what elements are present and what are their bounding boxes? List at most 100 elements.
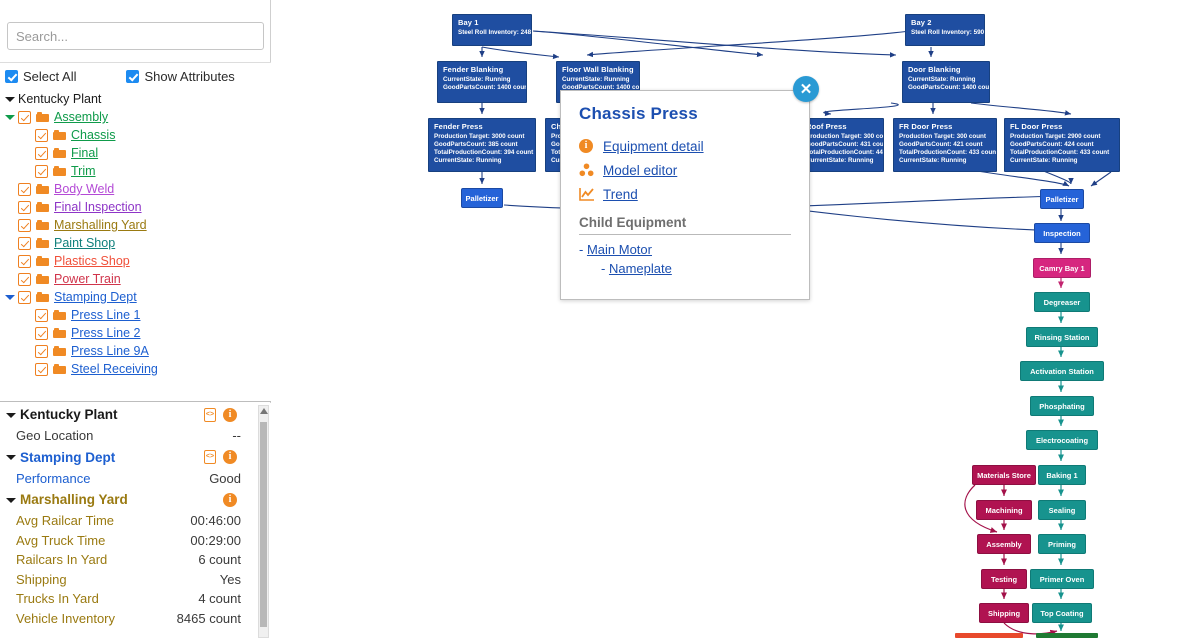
tree-checkbox[interactable] — [35, 164, 48, 178]
tree-item-plastics-shop[interactable]: Plastics Shop — [0, 252, 271, 270]
chevron-down-icon[interactable] — [6, 495, 16, 505]
info-icon[interactable]: i — [223, 407, 237, 422]
tree-item-press-line-1[interactable]: Press Line 1 — [0, 306, 271, 324]
popup-action-label[interactable]: Trend — [603, 186, 638, 202]
tree-item-label[interactable]: Press Line 1 — [71, 308, 141, 322]
info-icon[interactable]: i — [223, 492, 237, 507]
diagram-pill-assembly[interactable]: Assembly — [977, 534, 1031, 554]
diagram-pill-camry-bay-1[interactable]: Camry Bay 1 — [1033, 258, 1091, 278]
tree-checkbox[interactable] — [35, 128, 48, 142]
info-icon[interactable]: i — [223, 450, 237, 464]
tree-checkbox[interactable] — [35, 308, 48, 322]
select-all-checkbox[interactable] — [5, 70, 18, 83]
diagram-pill-baking-1[interactable]: Baking 1 — [1038, 465, 1086, 485]
tree-checkbox[interactable] — [18, 290, 31, 304]
tree-checkbox[interactable] — [18, 254, 31, 268]
tree-checkbox[interactable] — [35, 326, 48, 340]
diagram-pill-materials-store[interactable]: Materials Store — [972, 465, 1036, 485]
tree-item-final-inspection[interactable]: Final Inspection — [0, 198, 271, 216]
tree-item-assembly[interactable]: Assembly — [0, 108, 271, 126]
tree-item-label[interactable]: Chassis — [71, 128, 116, 142]
tree-item-label[interactable]: Body Weld — [54, 182, 115, 196]
popup-child-item[interactable]: - Main Motor — [579, 242, 652, 257]
diagram-pill-shipping[interactable]: Shipping — [979, 603, 1029, 623]
diagram-pill-testing[interactable]: Testing — [981, 569, 1027, 589]
tree-item-trim[interactable]: Trim — [0, 162, 271, 180]
popup-child-item[interactable]: - Nameplate — [601, 261, 672, 276]
tree-item-stamping-dept[interactable]: Stamping Dept — [0, 288, 271, 306]
diagram-pill-top-coating[interactable]: Top Coating — [1032, 603, 1092, 623]
tree-item-press-line-9a[interactable]: Press Line 9A — [0, 342, 271, 360]
scrollbar-thumb[interactable] — [260, 422, 267, 627]
close-icon[interactable]: ✕ — [793, 76, 819, 102]
diagram-pill-degreaser[interactable]: Degreaser — [1034, 292, 1090, 312]
diagram-pill-palletizer-left[interactable]: Palletizer — [461, 188, 503, 208]
diagram-pill-activation-station[interactable]: Activation Station — [1020, 361, 1104, 381]
chevron-down-icon[interactable] — [5, 94, 15, 104]
chevron-down-icon[interactable] — [5, 112, 15, 122]
diagram-pill-electrocoating[interactable]: Electrocoating — [1026, 430, 1098, 450]
tree-item-root[interactable]: Kentucky Plant — [0, 90, 271, 108]
diagram-pill-rinsing-station[interactable]: Rinsing Station — [1026, 327, 1098, 347]
attribute-group-header[interactable]: Kentucky Plant<>i — [0, 403, 258, 426]
tree-item-label[interactable]: Press Line 2 — [71, 326, 141, 340]
chevron-down-icon[interactable] — [6, 452, 16, 462]
tree-checkbox[interactable] — [18, 200, 31, 214]
chevron-down-icon[interactable] — [6, 410, 16, 420]
tree-checkbox[interactable] — [18, 272, 31, 286]
doc-icon[interactable]: <> — [204, 407, 216, 422]
diagram-pill-priming[interactable]: Priming — [1038, 534, 1086, 554]
tree-item-label[interactable]: Press Line 9A — [71, 344, 149, 358]
tree-item-label[interactable]: Final Inspection — [54, 200, 142, 214]
tree-item-press-line-2[interactable]: Press Line 2 — [0, 324, 271, 342]
popup-action-model-editor[interactable]: Model editor — [579, 158, 791, 182]
tree-item-label[interactable]: Assembly — [54, 110, 109, 124]
tree-item-label[interactable]: Power Train — [54, 272, 121, 286]
tree-item-paint-shop[interactable]: Paint Shop — [0, 234, 271, 252]
tree-item-label[interactable]: Steel Receiving — [71, 362, 158, 376]
tree-checkbox[interactable] — [35, 344, 48, 358]
tree-checkbox[interactable] — [35, 362, 48, 376]
chevron-down-icon[interactable] — [5, 292, 15, 302]
tree-item-final[interactable]: Final — [0, 144, 271, 162]
popup-action-label[interactable]: Equipment detail — [603, 138, 704, 154]
diagram-pill-machining[interactable]: Machining — [976, 500, 1032, 520]
attribute-group-header[interactable]: Stamping Dept<>i — [0, 446, 258, 469]
scroll-up-icon[interactable] — [260, 408, 268, 414]
diagram-pill-palletizer[interactable]: Palletizer — [1040, 189, 1084, 209]
search-input[interactable] — [7, 22, 264, 50]
diagram-pill-phosphating[interactable]: Phosphating — [1030, 396, 1094, 416]
diagram-pill-primer-oven[interactable]: Primer Oven — [1030, 569, 1094, 589]
diagram-pill-sealing[interactable]: Sealing — [1038, 500, 1086, 520]
tree-checkbox[interactable] — [18, 110, 31, 124]
doc-icon[interactable]: <> — [204, 450, 216, 464]
tree-item-power-train[interactable]: Power Train — [0, 270, 271, 288]
tree-item-steel-receiving[interactable]: Steel Receiving — [0, 360, 271, 378]
attributes-scrollbar[interactable] — [258, 405, 269, 638]
tree-checkbox[interactable] — [35, 146, 48, 160]
tree-item-label[interactable]: Trim — [71, 164, 96, 178]
tree-item-label[interactable]: Marshalling Yard — [54, 218, 147, 232]
show-attributes-checkbox[interactable] — [126, 70, 140, 83]
tree-checkbox[interactable] — [18, 218, 31, 232]
tree-checkbox[interactable] — [18, 182, 31, 196]
tree-item-chassis[interactable]: Chassis — [0, 126, 271, 144]
popup-action-label[interactable]: Model editor — [603, 162, 678, 178]
tree-item-body-weld[interactable]: Body Weld — [0, 180, 271, 198]
popup-action-trend[interactable]: Trend — [579, 182, 791, 206]
tree-item-label[interactable]: Plastics Shop — [54, 254, 130, 268]
diagram-pill-inspection[interactable]: Inspection — [1034, 223, 1090, 243]
tree-item-label[interactable]: Final — [71, 146, 99, 160]
tree-item-label[interactable]: Stamping Dept — [54, 290, 137, 304]
popup-child-link[interactable]: Nameplate — [608, 261, 672, 276]
